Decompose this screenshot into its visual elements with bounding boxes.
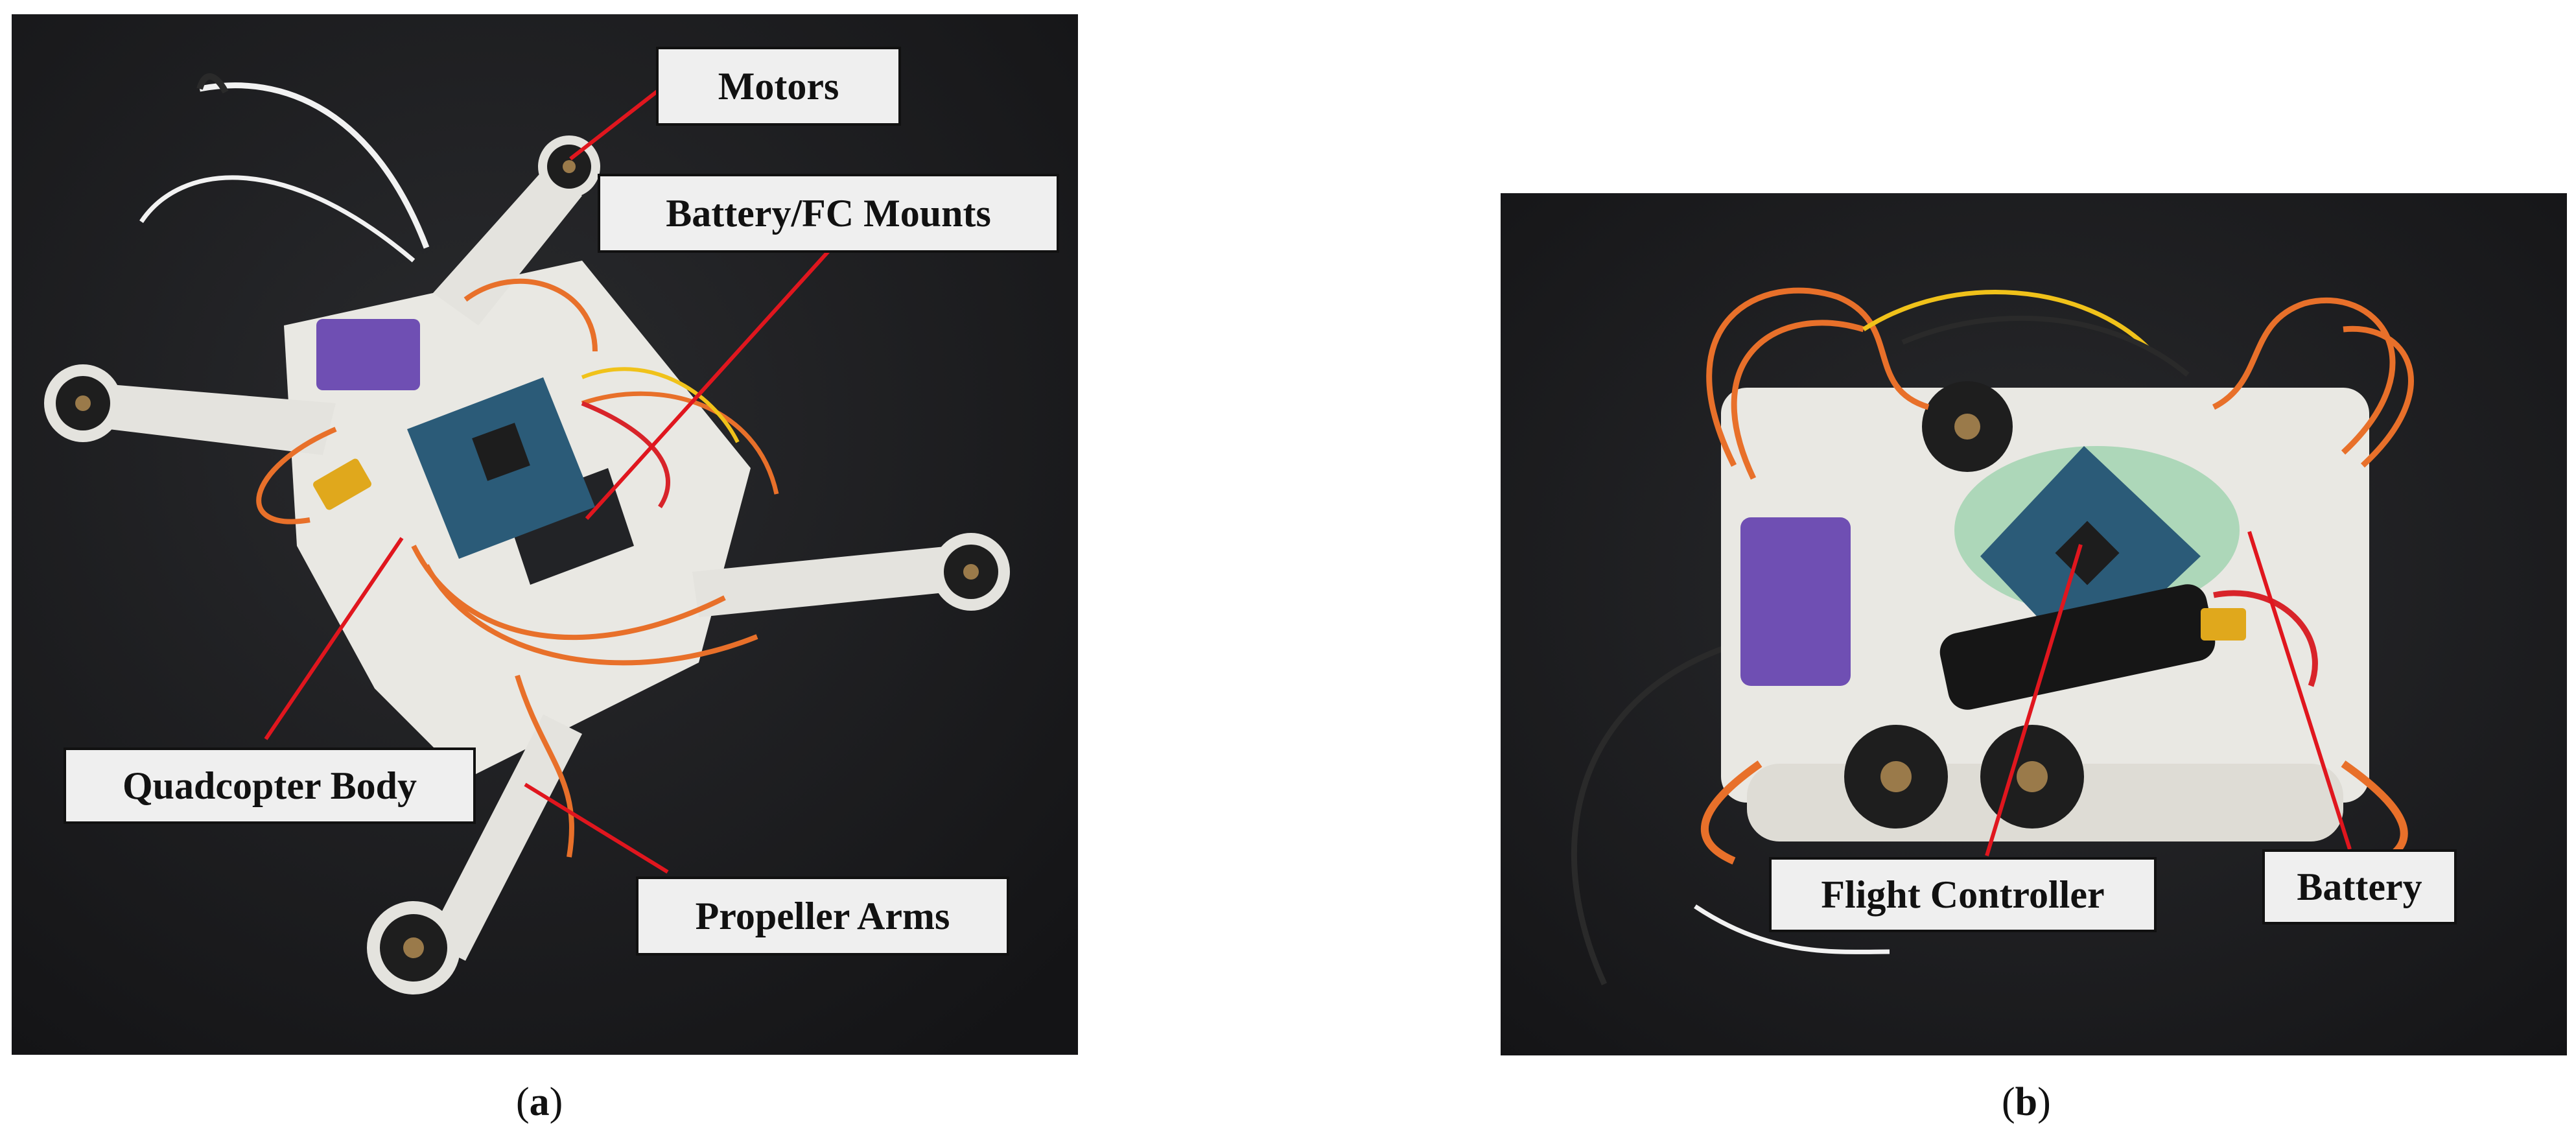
panel-label-a-open: (	[516, 1080, 530, 1124]
callout-quadcopter-body: Quadcopter Body	[64, 747, 476, 824]
callout-battery-fc-mounts: Battery/FC Mounts	[598, 174, 1059, 253]
panel-label-b-open: (	[2002, 1080, 2015, 1124]
panel-label-a-letter: a	[529, 1080, 550, 1124]
callout-propeller-arms: Propeller Arms	[636, 876, 1009, 956]
callout-flight-controller: Flight Controller	[1769, 857, 2157, 932]
callout-battery: Battery	[2262, 849, 2457, 924]
panel-label-b-close: )	[2037, 1080, 2051, 1124]
panel-label-a-close: )	[549, 1080, 563, 1124]
panel-label-a: (a)	[516, 1079, 563, 1125]
panel-label-b: (b)	[2002, 1079, 2051, 1125]
panel-label-b-letter: b	[2015, 1080, 2038, 1124]
callout-motors: Motors	[656, 47, 901, 126]
